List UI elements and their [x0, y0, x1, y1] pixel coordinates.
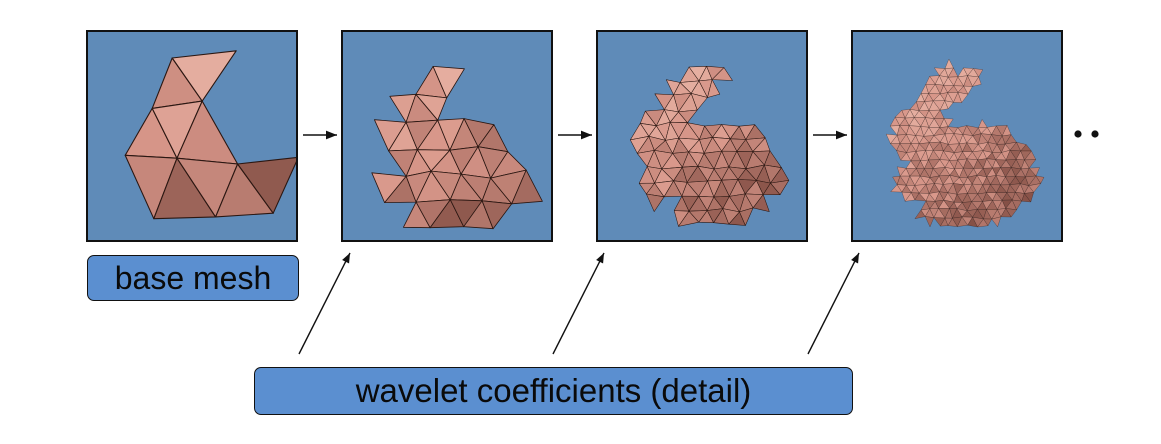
- mesh-facet: [171, 50, 237, 102]
- mesh-facet: [963, 85, 973, 95]
- mesh-facet: [237, 157, 296, 214]
- mesh-facet: [481, 200, 513, 230]
- mesh-facet: [978, 119, 988, 128]
- mesh-facet: [1035, 175, 1045, 184]
- mesh-facet: [1012, 199, 1022, 210]
- mesh-facet: [1024, 159, 1036, 169]
- ellipsis-dot-2: [1091, 130, 1099, 138]
- bunny-mesh-icon: [371, 65, 543, 230]
- mesh-facet: [711, 67, 733, 81]
- bunny-mesh-icon: [630, 66, 790, 227]
- mesh-facet: [752, 194, 770, 212]
- base-mesh-panel: [86, 30, 298, 242]
- ellipsis-dot-1: [1074, 130, 1082, 138]
- bunny-mesh-icon: [124, 50, 296, 220]
- mesh-facet: [944, 58, 954, 69]
- mesh-facet: [739, 207, 754, 226]
- mesh-facet: [707, 79, 721, 98]
- mesh-facet: [973, 68, 983, 78]
- mesh-facet: [957, 92, 969, 103]
- mesh-facet: [944, 100, 954, 109]
- wavelet-coefficients-label: wavelet coefficients (detail): [254, 367, 853, 415]
- mesh-facet: [770, 180, 790, 195]
- mesh-facet: [1005, 208, 1017, 218]
- mesh-facet: [972, 76, 982, 87]
- arrow-detail-3: [807, 252, 860, 355]
- base-mesh-label: base mesh: [87, 255, 299, 301]
- mesh-facet: [991, 216, 1002, 227]
- mesh-facet: [1028, 183, 1041, 193]
- mesh-facet: [1024, 192, 1034, 203]
- refined-mesh-panel-3: [851, 30, 1063, 242]
- mesh-facet: [925, 216, 935, 228]
- mesh-facet: [1029, 167, 1040, 177]
- mesh-facet: [511, 169, 543, 205]
- refined-mesh-panel-2: [596, 30, 808, 242]
- arrow-detail-2: [552, 252, 605, 355]
- mesh-facet: [690, 93, 708, 111]
- mesh-facet: [646, 193, 665, 212]
- mesh-facet: [432, 65, 465, 99]
- mesh-facet: [983, 218, 992, 226]
- mesh-facet: [943, 118, 954, 127]
- mesh-facet: [415, 93, 448, 121]
- bunny-mesh-icon: [886, 58, 1045, 228]
- refined-mesh-panel-1: [341, 30, 553, 242]
- arrow-detail-1: [298, 252, 351, 355]
- mesh-facet: [678, 109, 698, 123]
